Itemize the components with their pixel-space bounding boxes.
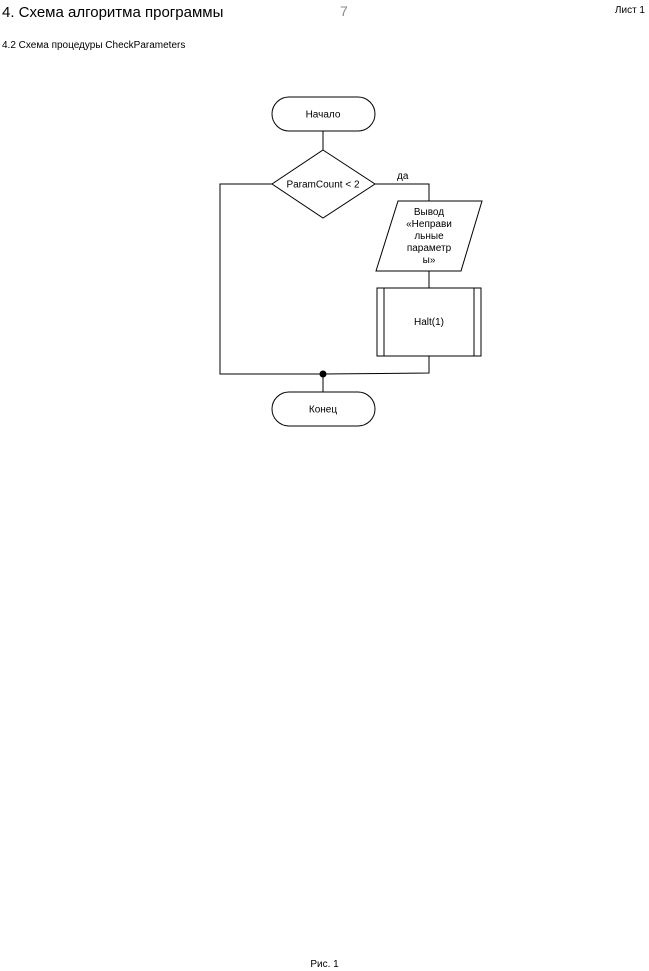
condition-diamond	[271, 149, 376, 219]
yes-branch-label: да	[397, 171, 409, 182]
page-number: 7	[340, 3, 348, 19]
sheet-label: Лист 1	[614, 5, 645, 16]
figure-caption: Рис. 1	[310, 959, 339, 970]
start-terminator	[271, 96, 376, 132]
end-terminator	[271, 391, 376, 427]
output-parallelogram	[375, 200, 483, 272]
merge-point	[319, 370, 327, 378]
connector-process-to-merge	[322, 356, 430, 375]
connector-yes-branch	[375, 183, 430, 201]
process-block	[376, 287, 482, 357]
condition-label: ParamCount < 2	[286, 180, 360, 191]
connector-no-branch	[219, 183, 323, 375]
start-label: Начало	[306, 110, 341, 121]
output-line-5: ы»	[423, 255, 436, 266]
output-line-3: льные	[414, 231, 444, 242]
output-line-4: параметр	[407, 243, 452, 254]
process-label: Halt(1)	[414, 317, 444, 328]
end-label: Конец	[309, 405, 337, 416]
output-line-1: Вывод	[414, 207, 444, 218]
section-subtitle: 4.2 Схема процедуры CheckParameters	[2, 40, 186, 51]
page-title: 4. Схема алгоритма программы	[2, 4, 224, 21]
output-line-2: «Неправи	[406, 219, 452, 230]
